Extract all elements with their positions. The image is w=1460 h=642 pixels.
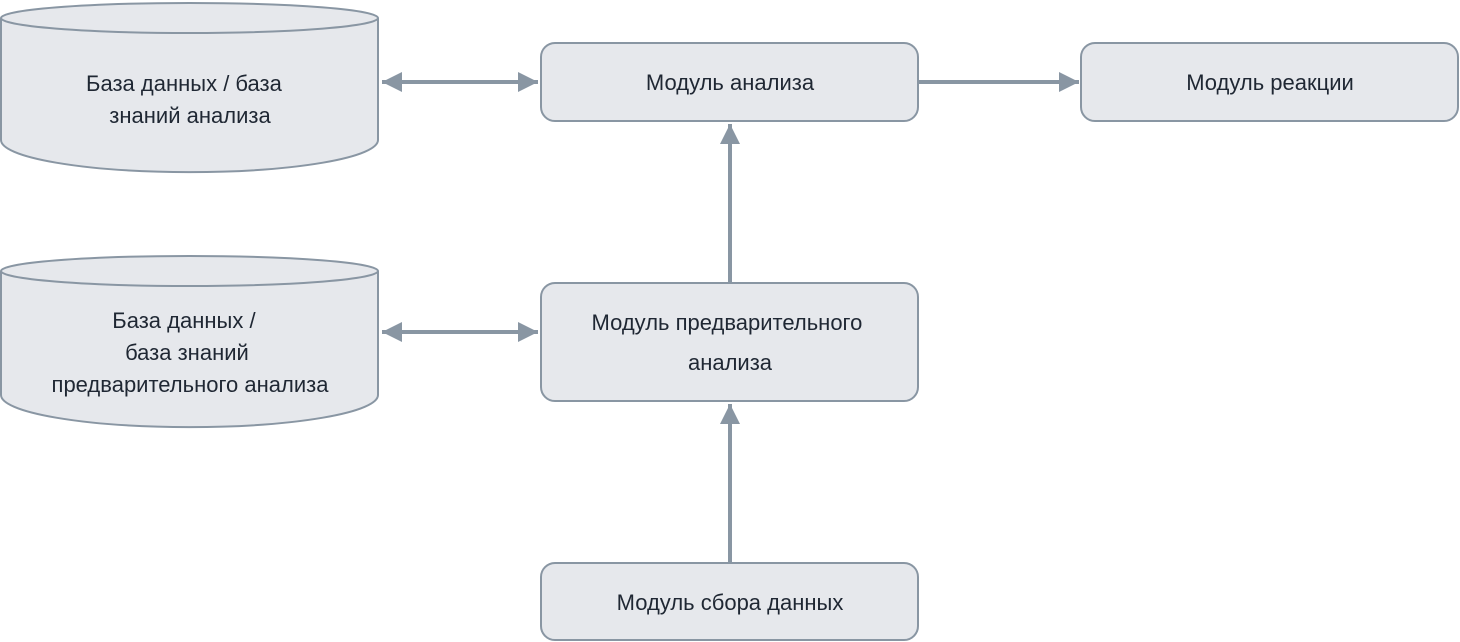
- reaction-module-box: [1080, 42, 1459, 122]
- db-preanalysis-label-line: предварительного анализа: [52, 372, 330, 397]
- db-analysis-body: [0, 18, 379, 174]
- reaction-module-label-line: Модуль реакции: [1186, 70, 1354, 95]
- preanalysis-module-label-line: анализа: [688, 350, 773, 375]
- db-analysis-top: [0, 2, 379, 34]
- db-preanalysis-label-line: База данных /: [112, 308, 256, 333]
- db-preanalysis-body: [0, 271, 379, 429]
- analysis-module-label-line: Модуль анализа: [646, 70, 815, 95]
- edges: [382, 72, 1079, 563]
- collection-module-label-line: Модуль сбора данных: [617, 590, 844, 615]
- db-analysis-label: База данных / база знаний анализа: [86, 71, 288, 128]
- db-analysis-label-line: знаний анализа: [109, 103, 271, 128]
- reaction-module-label: Модуль реакции: [1186, 70, 1354, 95]
- preanalysis-module-label-line: Модуль предварительного: [592, 310, 863, 335]
- db-preanalysis-label-line: база знаний: [125, 340, 249, 365]
- db-analysis-cylinder: База данных / база знаний анализа: [0, 2, 379, 174]
- db-analysis-label-line: База данных / база: [86, 71, 283, 96]
- preanalysis-module-box: [540, 282, 919, 402]
- analysis-module-box: [540, 42, 919, 122]
- analysis-module-label: Модуль анализа: [646, 70, 815, 95]
- collection-module-label: Модуль сбора данных: [617, 590, 844, 615]
- db-preanalysis-top: [0, 255, 379, 287]
- reaction-module-node: Модуль реакции: [1080, 42, 1459, 122]
- db-preanalysis-label: База данных / база знаний предварительно…: [52, 308, 330, 397]
- collection-module-node: Модуль сбора данных: [540, 562, 919, 641]
- db-preanalysis-cylinder: База данных / база знаний предварительно…: [0, 255, 379, 429]
- preanalysis-module-node: Модуль предварительного анализа: [540, 282, 919, 402]
- analysis-module-node: Модуль анализа: [540, 42, 919, 122]
- collection-module-box: [540, 562, 919, 641]
- preanalysis-module-label: Модуль предварительного анализа: [592, 310, 869, 375]
